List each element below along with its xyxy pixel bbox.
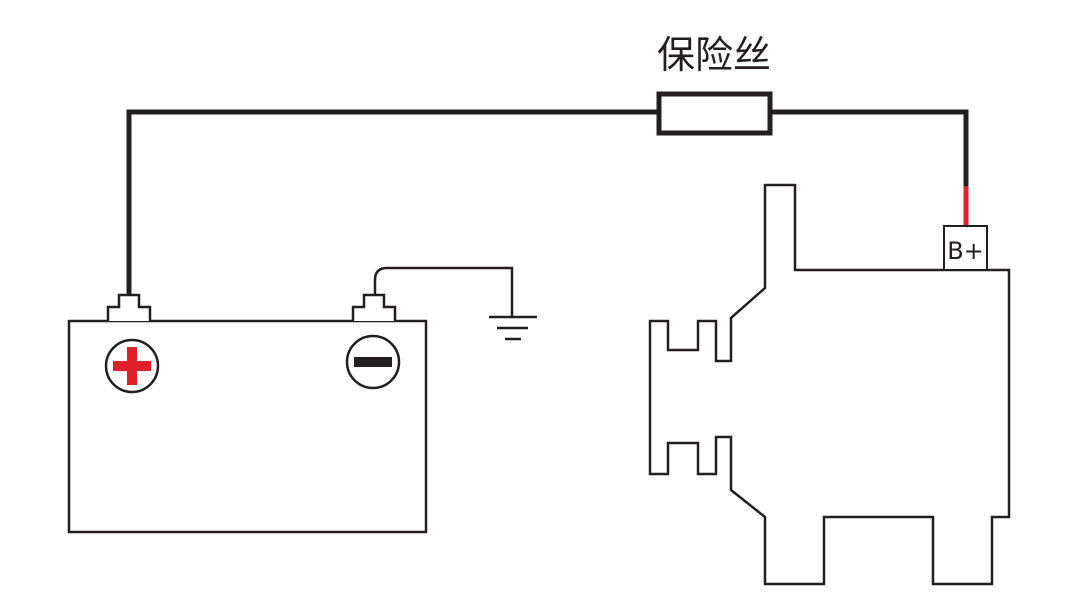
b-plus-terminal [943,225,988,271]
positive-wire-to-alternator [771,109,969,188]
positive-terminal [106,293,152,321]
b-plus-label: B+ [947,237,984,265]
alternator-body [648,183,1011,586]
ground-wire [373,266,514,316]
negative-terminal [351,293,397,321]
ground-symbol [489,315,537,341]
fuse-label: 保险丝 [657,33,771,77]
fuse [656,91,773,136]
negative-symbol-icon [345,334,401,390]
positive-symbol-icon [104,338,160,394]
positive-wire [126,109,658,296]
